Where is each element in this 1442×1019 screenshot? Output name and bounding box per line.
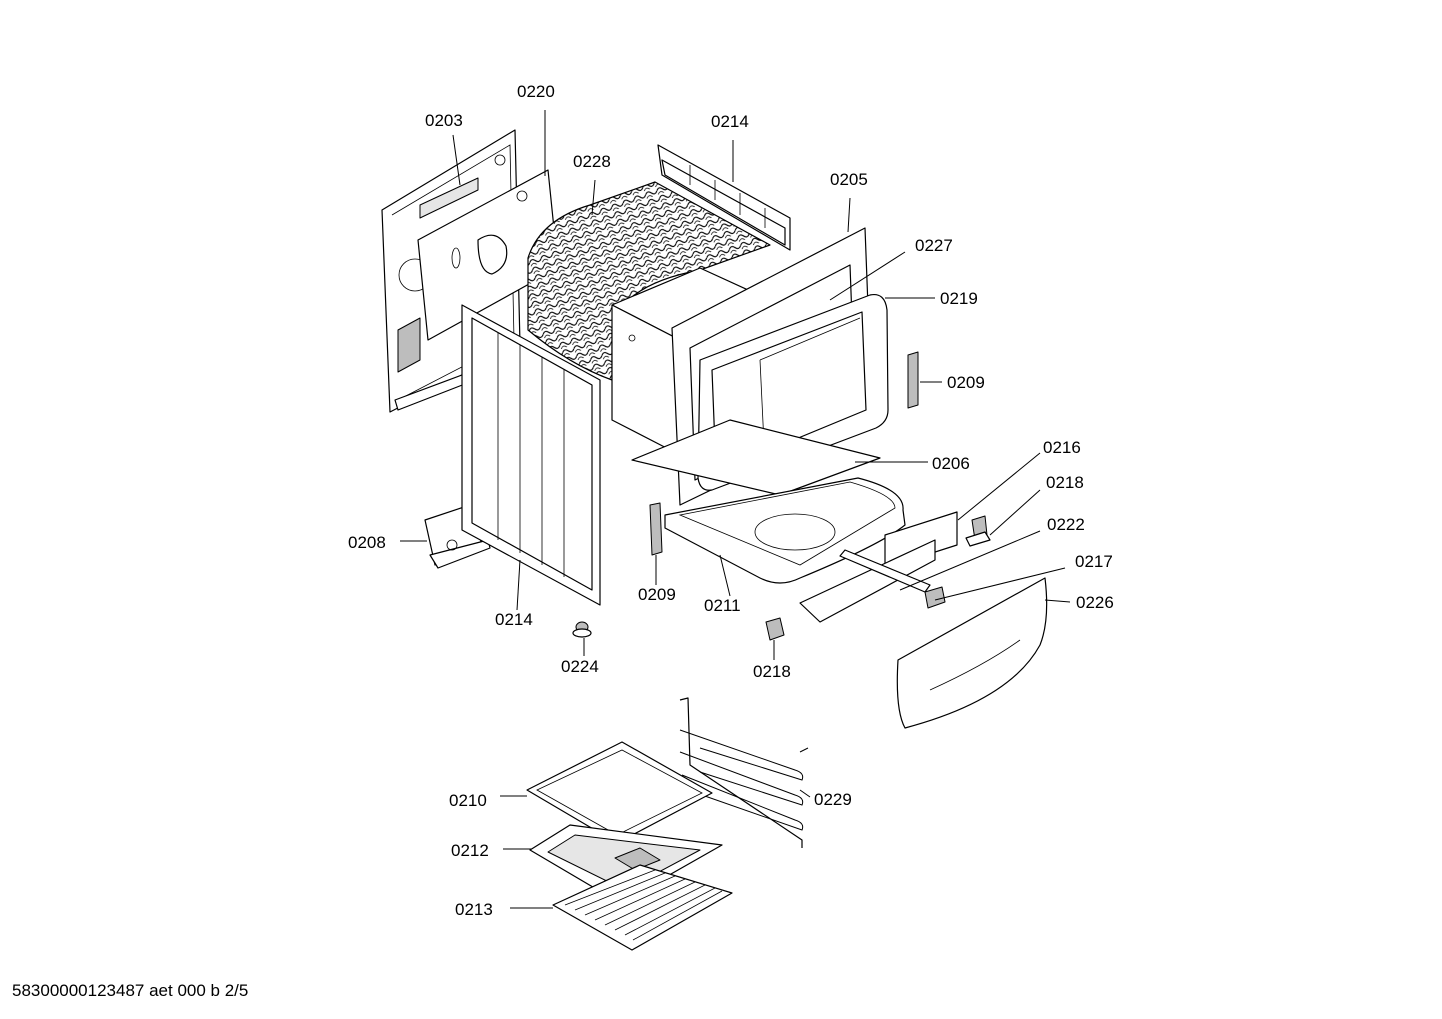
label-0213: 0213 [455,900,493,919]
label-0224: 0224 [561,657,599,676]
label-0214-top: 0214 [711,112,749,131]
label-0203: 0203 [425,111,463,130]
label-0216: 0216 [1043,438,1081,457]
baking-tray-0210 [526,741,713,844]
label-0226: 0226 [1076,593,1114,612]
label-0206: 0206 [932,454,970,473]
label-0214-bottom: 0214 [495,610,533,629]
shelf-rails-0229 [679,697,809,848]
label-0209-right: 0209 [947,373,985,392]
side-panel-0214-bottom [461,304,601,606]
inner-plate-0220 [417,169,559,341]
label-0227: 0227 [915,236,953,255]
insulation-mat-0228 [527,181,771,381]
label-0218-bottom: 0218 [753,662,791,681]
label-0219: 0219 [940,289,978,308]
document-code: 58300000123487 aet 000 b 2/5 [12,981,249,1000]
label-0211: 0211 [704,596,741,615]
leader-lines [400,110,1071,909]
side-panel-0214-top [657,144,791,251]
label-0229: 0229 [814,790,852,809]
label-0222: 0222 [1047,515,1085,534]
label-0217: 0217 [1075,552,1113,571]
label-0218-right: 0218 [1046,473,1084,492]
oven-cavity-box [611,267,771,456]
part-labels: 0203 0220 0228 0214 0205 0227 0219 0209 … [348,82,1114,919]
roasting-pan-0212 [529,824,723,904]
label-0220: 0220 [517,82,555,101]
drawer-front-0226 [896,577,1048,729]
wire-rack-0213 [552,864,733,951]
hinge-0209-left [649,502,663,556]
label-0205: 0205 [830,170,868,189]
clip-0218-bottom [765,617,785,641]
foot-0224 [572,621,592,638]
clip-0218-right [965,515,991,547]
label-0208: 0208 [348,533,386,552]
label-0228: 0228 [573,152,611,171]
bottom-tray-0206 [631,419,881,496]
clip-0217 [924,586,946,609]
label-0210: 0210 [449,791,487,810]
hinge-0209-right [907,351,919,409]
label-0209-left: 0209 [638,585,676,604]
label-0212: 0212 [451,841,489,860]
